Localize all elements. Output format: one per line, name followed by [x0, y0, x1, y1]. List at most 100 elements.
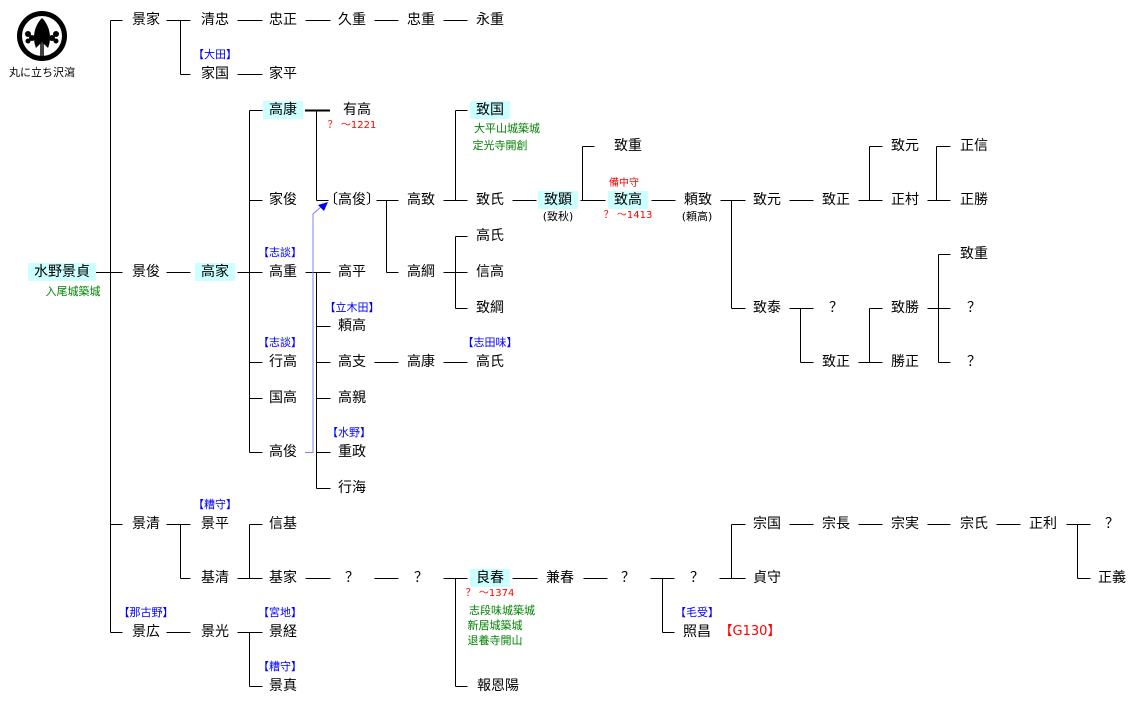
- family-crest-icon: [14, 8, 70, 68]
- person-iekuni: 家国: [201, 66, 229, 82]
- date-note-date-aritaka: ？ ～1221: [327, 120, 377, 131]
- person-munemoto2: 致元: [891, 138, 919, 154]
- person-nagashige: 永重: [476, 12, 504, 28]
- person-kaneharu: 兼春: [546, 570, 574, 586]
- person-takatoshi: 高俊: [269, 444, 297, 460]
- person-takachika: 高親: [338, 390, 366, 406]
- person-munekatsu: 致勝: [891, 300, 919, 316]
- person-kagehiro: 景広: [132, 624, 160, 640]
- person-kagesada: 水野景貞: [28, 263, 96, 281]
- person-tadamasa: 忠正: [269, 12, 297, 28]
- person-kagemitsu: 景光: [201, 624, 229, 640]
- person-munezane: 宗実: [891, 516, 919, 532]
- person-takahira: 高平: [338, 264, 366, 280]
- person-gyokai: 行海: [338, 480, 366, 496]
- person-kagetsune: 景経: [269, 624, 297, 640]
- note-note-munekuni2: 定光寺開創: [472, 139, 528, 152]
- person-takauji2: 高氏: [476, 354, 504, 370]
- person-munetsuna: 致綱: [476, 300, 504, 316]
- person-nobumoto: 信基: [269, 516, 297, 532]
- person-unk3: ？: [967, 354, 981, 370]
- person-iehira: 家平: [269, 66, 297, 82]
- person-yukitaka: 行高: [269, 354, 297, 370]
- person-kagezane: 景真: [269, 678, 297, 694]
- person-motokiyo: 基清: [201, 570, 229, 586]
- person-masanobu: 正信: [960, 138, 988, 154]
- person-takatoshi2: 〔高俊〕: [324, 192, 380, 208]
- person-katsumasa: 勝正: [891, 354, 919, 370]
- person-unk4: ？: [345, 570, 359, 586]
- alias-alias-muneaki: (致秋): [542, 210, 574, 223]
- person-masayoshi: 正義: [1098, 570, 1126, 586]
- person-takatsuna: 高綱: [407, 264, 435, 280]
- branch-label-lbl-shidami2: 【志談】: [258, 336, 302, 349]
- person-unk7: ？: [690, 570, 704, 586]
- person-munemoto1: 致元: [753, 192, 781, 208]
- person-munetaka: 致高: [608, 191, 648, 209]
- person-takayasu2: 高康: [407, 354, 435, 370]
- branch-label-lbl-shidami1: 【志談】: [258, 246, 302, 259]
- person-unk2: ？: [967, 300, 981, 316]
- person-takamune: 高致: [407, 192, 435, 208]
- person-muneshige2: 致重: [960, 246, 988, 262]
- person-munemasa2: 致正: [822, 354, 850, 370]
- person-kagetoshi: 景俊: [132, 264, 160, 280]
- person-unk8: ？: [1105, 516, 1119, 532]
- person-muneshige1: 致重: [614, 138, 642, 154]
- branch-label-lbl-menju: 【毛受】: [675, 606, 719, 619]
- person-munemasa1: 致正: [822, 192, 850, 208]
- branch-label-lbl-tachikida: 【立木田】: [324, 301, 380, 314]
- branch-label-lbl-kasumori2: 【糟守】: [258, 660, 302, 673]
- person-muneaki: 致顕: [538, 191, 578, 209]
- person-yoritaka: 頼高: [338, 318, 366, 334]
- person-motoie: 基家: [269, 570, 297, 586]
- date-note-date-yoshiharu: ？ ～1374: [465, 588, 515, 599]
- title-note-title-munetaka: 備中守: [609, 178, 639, 189]
- person-terumasa: 照昌: [683, 624, 711, 640]
- note-note-munekuni1: 大平山城築城: [474, 122, 540, 135]
- person-kiyotada: 清忠: [201, 12, 229, 28]
- person-kagekiyo: 景清: [132, 516, 160, 532]
- person-kagehira: 景平: [201, 516, 229, 532]
- note-note-y3: 退養寺開山: [467, 634, 523, 647]
- person-yoshiharu: 良春: [470, 569, 510, 587]
- person-yorimune: 頼致: [684, 192, 712, 208]
- person-hisashige: 久重: [338, 12, 366, 28]
- person-takashi: 高支: [338, 354, 366, 370]
- person-kageie: 景家: [132, 12, 160, 28]
- arrowhead-icon: [318, 202, 328, 211]
- person-takayasu1: 高康: [263, 101, 303, 119]
- person-kunitaka: 国高: [269, 390, 297, 406]
- person-shigemasa: 重政: [338, 444, 366, 460]
- note-note-kagesada: 入尾城築城: [45, 285, 101, 298]
- date-note-date-munetaka: ？ ～1413: [603, 210, 653, 221]
- alias-alias-yorimune: (頼高): [681, 210, 713, 223]
- person-muneuji: 致氏: [476, 192, 504, 208]
- person-ietoshi: 家俊: [269, 192, 297, 208]
- branch-label-lbl-nagoya: 【那古野】: [118, 606, 174, 619]
- branch-label-lbl-miyaji: 【宮地】: [258, 606, 302, 619]
- person-masatoshi: 正利: [1029, 516, 1057, 532]
- branch-label-lbl-mizuno: 【水野】: [327, 426, 371, 439]
- person-masamura: 正村: [891, 192, 919, 208]
- person-muneuji2: 宗氏: [960, 516, 988, 532]
- branch-label-lbl-shidami3: 【志田味】: [462, 336, 518, 349]
- person-unk5: ？: [414, 570, 428, 586]
- person-tadashige: 忠重: [407, 12, 435, 28]
- person-aritaka: 有高: [343, 102, 371, 118]
- crest-name: 丸に立ち沢瀉: [9, 66, 75, 79]
- note-note-y1: 志段味城築城: [469, 604, 535, 617]
- person-munekuni: 致国: [470, 101, 510, 119]
- person-takashige: 高重: [269, 264, 297, 280]
- person-sadamori: 貞守: [753, 570, 781, 586]
- person-hoonyo: 報恩陽: [477, 678, 519, 694]
- branch-label-lbl-kasumori1: 【糟守】: [193, 498, 237, 511]
- person-takauji1: 高氏: [476, 228, 504, 244]
- note-note-y2: 新居城築城: [467, 619, 523, 632]
- person-unk6: ？: [621, 570, 635, 586]
- reference-link-ref-g130[interactable]: 【G130】: [719, 624, 781, 639]
- person-takaie: 高家: [195, 263, 235, 281]
- person-munekuni2: 宗国: [753, 516, 781, 532]
- person-munenaga: 宗長: [822, 516, 850, 532]
